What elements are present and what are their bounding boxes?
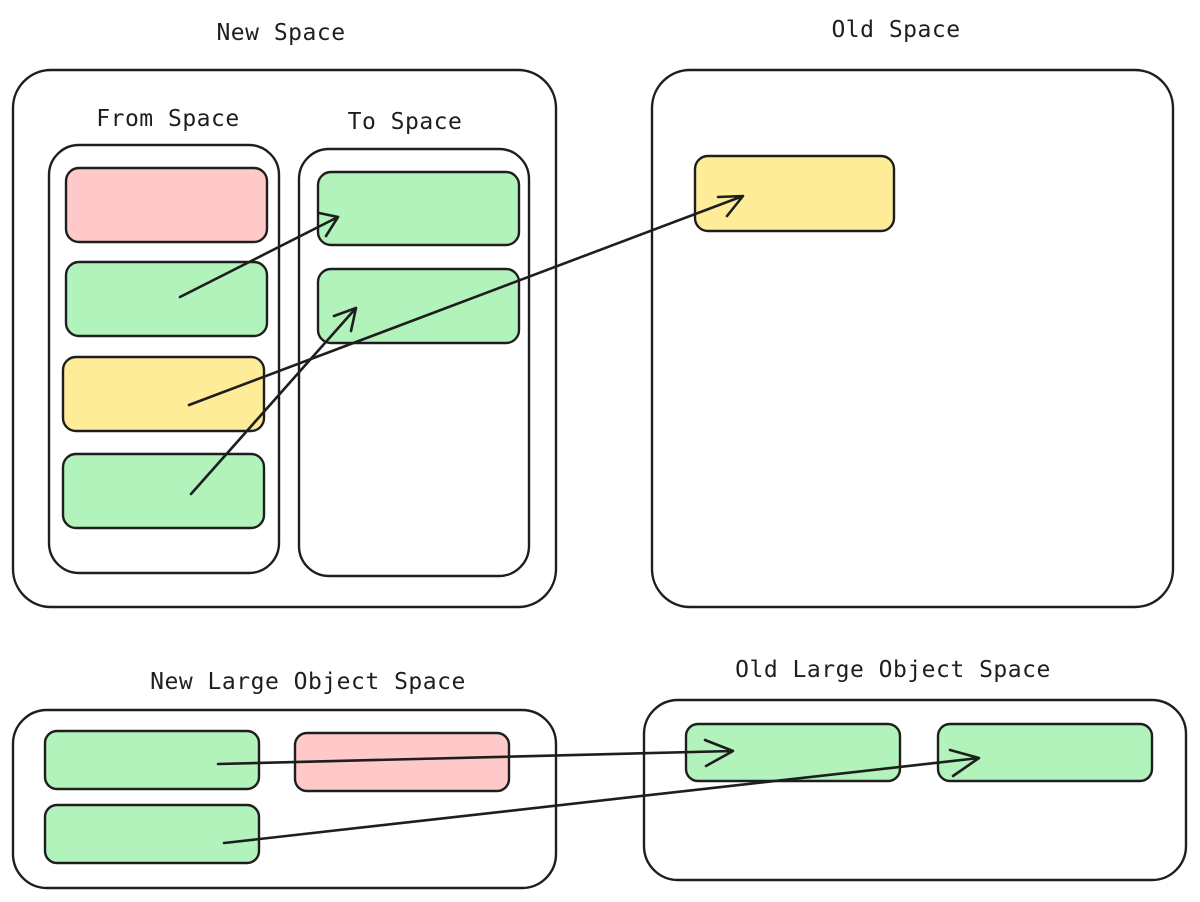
from-space-container xyxy=(47,143,281,575)
old-large-object-space-container xyxy=(642,698,1188,882)
new-large-object-space-title: New Large Object Space xyxy=(150,669,466,695)
arrow-from-yellow-to-oldspace xyxy=(187,194,745,407)
from-space-object-4 xyxy=(61,452,266,530)
old-lo-space-object-2 xyxy=(936,722,1154,783)
from-space-object-3 xyxy=(61,355,266,433)
arrow-new-lo-to-old-lo-2 xyxy=(222,748,981,845)
from-space-object-1 xyxy=(64,166,269,244)
to-space-object-1 xyxy=(316,170,521,247)
old-space-object-1 xyxy=(693,154,896,233)
new-large-object-space-container xyxy=(11,708,558,890)
to-space-object-2 xyxy=(316,267,521,345)
new-space-container xyxy=(11,68,558,609)
old-large-object-space-title: Old Large Object Space xyxy=(735,657,1051,683)
arrow-new-lo-to-old-lo-1 xyxy=(216,738,735,768)
new-lo-space-object-1 xyxy=(43,729,261,791)
old-space-container xyxy=(650,68,1175,609)
arrow-from-green-to-tospace-1 xyxy=(178,211,340,299)
arrow-from-green-to-tospace-2 xyxy=(189,306,358,496)
new-lo-space-object-3 xyxy=(43,803,261,865)
to-space-title: To Space xyxy=(348,109,463,135)
new-space-title: New Space xyxy=(216,20,345,46)
from-space-object-2 xyxy=(64,260,269,338)
old-space-title: Old Space xyxy=(831,17,960,43)
from-space-title: From Space xyxy=(96,106,239,132)
